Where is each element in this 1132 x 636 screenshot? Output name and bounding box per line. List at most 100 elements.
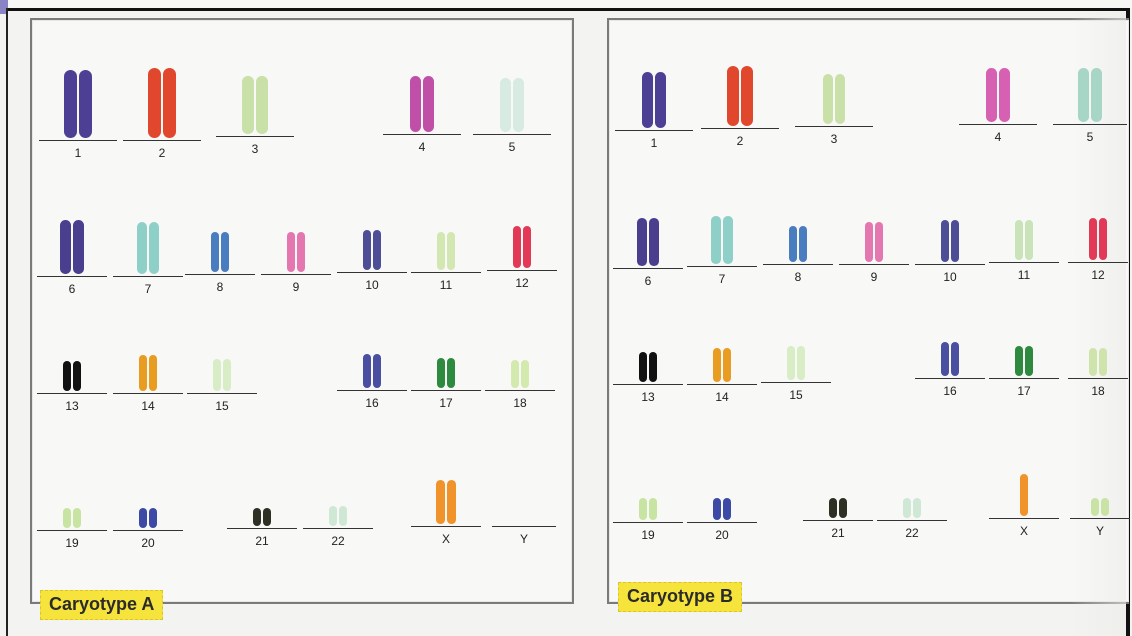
a-chromosome-1-2 bbox=[79, 70, 92, 138]
a-baseline-10 bbox=[337, 272, 407, 273]
b-baseline-13 bbox=[613, 384, 683, 385]
a-chromosome-10-2 bbox=[373, 230, 381, 270]
a-chromosome-4-1 bbox=[409, 76, 421, 132]
a-pair-number: 20 bbox=[141, 536, 155, 550]
a-pair-number: 8 bbox=[216, 280, 224, 294]
b-baseline-5 bbox=[1053, 124, 1127, 125]
a-pair-number: 18 bbox=[513, 396, 527, 410]
b-chromosome-Y-1 bbox=[1091, 498, 1099, 516]
b-chromosome-9-1 bbox=[865, 222, 873, 262]
b-pair-number: 12 bbox=[1091, 268, 1105, 282]
b-pair-number: Y bbox=[1095, 524, 1104, 538]
a-chromosome-X-2 bbox=[447, 480, 456, 524]
b-chromosome-20-2 bbox=[723, 498, 731, 520]
b-chromosome-17-1 bbox=[1015, 346, 1023, 376]
b-pair-number: 1 bbox=[650, 136, 658, 150]
b-pair-number: 17 bbox=[1017, 384, 1031, 398]
caryotype-a-label: Caryotype A bbox=[40, 590, 164, 620]
b-pair-number: 16 bbox=[943, 384, 957, 398]
b-baseline-10 bbox=[915, 264, 985, 265]
a-pair-number: 16 bbox=[365, 396, 379, 410]
b-chromosome-19-1 bbox=[639, 498, 647, 520]
a-chromosome-15-2 bbox=[223, 359, 231, 391]
a-chromosome-17-2 bbox=[447, 358, 455, 388]
a-baseline-20 bbox=[113, 530, 183, 531]
b-pair-number: 8 bbox=[794, 270, 802, 284]
b-chromosome-21-2 bbox=[839, 498, 847, 518]
a-chromosome-7-1 bbox=[136, 222, 147, 274]
b-baseline-X bbox=[989, 518, 1059, 519]
a-chromosome-9-1 bbox=[287, 232, 295, 272]
a-baseline-3 bbox=[216, 136, 294, 137]
b-pair-number: 3 bbox=[830, 132, 838, 146]
a-chromosome-2-1 bbox=[148, 68, 161, 138]
a-chromosome-5-1 bbox=[500, 78, 511, 132]
a-baseline-7 bbox=[113, 276, 183, 277]
b-chromosome-3-1 bbox=[823, 74, 833, 124]
a-baseline-13 bbox=[37, 393, 107, 394]
b-chromosome-2-1 bbox=[727, 66, 739, 126]
b-baseline-11 bbox=[989, 262, 1059, 263]
a-chromosome-14-2 bbox=[149, 355, 157, 391]
b-baseline-21 bbox=[803, 520, 873, 521]
b-chromosome-17-2 bbox=[1025, 346, 1033, 376]
b-chromosome-1-2 bbox=[655, 72, 667, 128]
b-chromosome-1-1 bbox=[641, 72, 653, 128]
a-baseline-12 bbox=[487, 270, 557, 271]
a-chromosome-6-1 bbox=[60, 220, 71, 274]
caryotype-b-panel bbox=[607, 18, 1129, 604]
a-baseline-2 bbox=[123, 140, 201, 141]
a-pair-number: 4 bbox=[418, 140, 426, 154]
b-baseline-17 bbox=[989, 378, 1059, 379]
b-baseline-20 bbox=[687, 522, 757, 523]
b-baseline-1 bbox=[615, 130, 693, 131]
a-pair-number: 12 bbox=[515, 276, 529, 290]
a-pair-number: 15 bbox=[215, 399, 229, 413]
b-pair-number: 6 bbox=[644, 274, 652, 288]
b-baseline-2 bbox=[701, 128, 779, 129]
b-chromosome-6-1 bbox=[637, 218, 647, 266]
a-pair-number: 10 bbox=[365, 278, 379, 292]
a-baseline-5 bbox=[473, 134, 551, 135]
b-pair-number: 10 bbox=[943, 270, 957, 284]
b-chromosome-18-1 bbox=[1089, 348, 1097, 376]
a-baseline-22 bbox=[303, 528, 373, 529]
b-chromosome-6-2 bbox=[649, 218, 659, 266]
b-chromosome-22-1 bbox=[903, 498, 911, 518]
b-chromosome-7-2 bbox=[723, 216, 733, 264]
a-chromosome-18-1 bbox=[511, 360, 519, 388]
b-pair-number: 22 bbox=[905, 526, 919, 540]
a-baseline-9 bbox=[261, 274, 331, 275]
a-pair-number: 5 bbox=[508, 140, 516, 154]
a-pair-number: 22 bbox=[331, 534, 345, 548]
b-pair-number: 18 bbox=[1091, 384, 1105, 398]
b-chromosome-12-1 bbox=[1088, 218, 1097, 260]
corner-tab bbox=[0, 0, 8, 14]
b-chromosome-11-2 bbox=[1025, 220, 1033, 260]
a-baseline-17 bbox=[411, 390, 481, 391]
a-pair-number: 13 bbox=[65, 399, 79, 413]
a-pair-number: Y bbox=[519, 532, 528, 546]
a-chromosome-8-1 bbox=[211, 232, 219, 272]
b-pair-number: 19 bbox=[641, 528, 655, 542]
a-chromosome-17-1 bbox=[437, 358, 445, 388]
a-chromosome-18-2 bbox=[521, 360, 529, 388]
a-chromosome-X-1 bbox=[436, 480, 445, 524]
a-chromosome-16-2 bbox=[373, 354, 381, 388]
a-baseline-18 bbox=[485, 390, 555, 391]
a-baseline-Y bbox=[492, 526, 556, 527]
b-chromosome-4-1 bbox=[986, 68, 997, 122]
b-baseline-8 bbox=[763, 264, 833, 265]
a-pair-number: X bbox=[441, 532, 450, 546]
a-chromosome-11-1 bbox=[437, 232, 445, 270]
b-chromosome-Y-2 bbox=[1101, 498, 1109, 516]
b-chromosome-21-1 bbox=[829, 498, 837, 518]
a-chromosome-3-1 bbox=[242, 76, 254, 134]
a-chromosome-15-1 bbox=[213, 359, 221, 391]
a-chromosome-6-2 bbox=[73, 220, 84, 274]
b-chromosome-15-2 bbox=[797, 346, 805, 380]
b-chromosome-19-2 bbox=[649, 498, 657, 520]
b-baseline-3 bbox=[795, 126, 873, 127]
b-pair-number: 2 bbox=[736, 134, 744, 148]
caryotype-a-panel bbox=[30, 18, 574, 604]
